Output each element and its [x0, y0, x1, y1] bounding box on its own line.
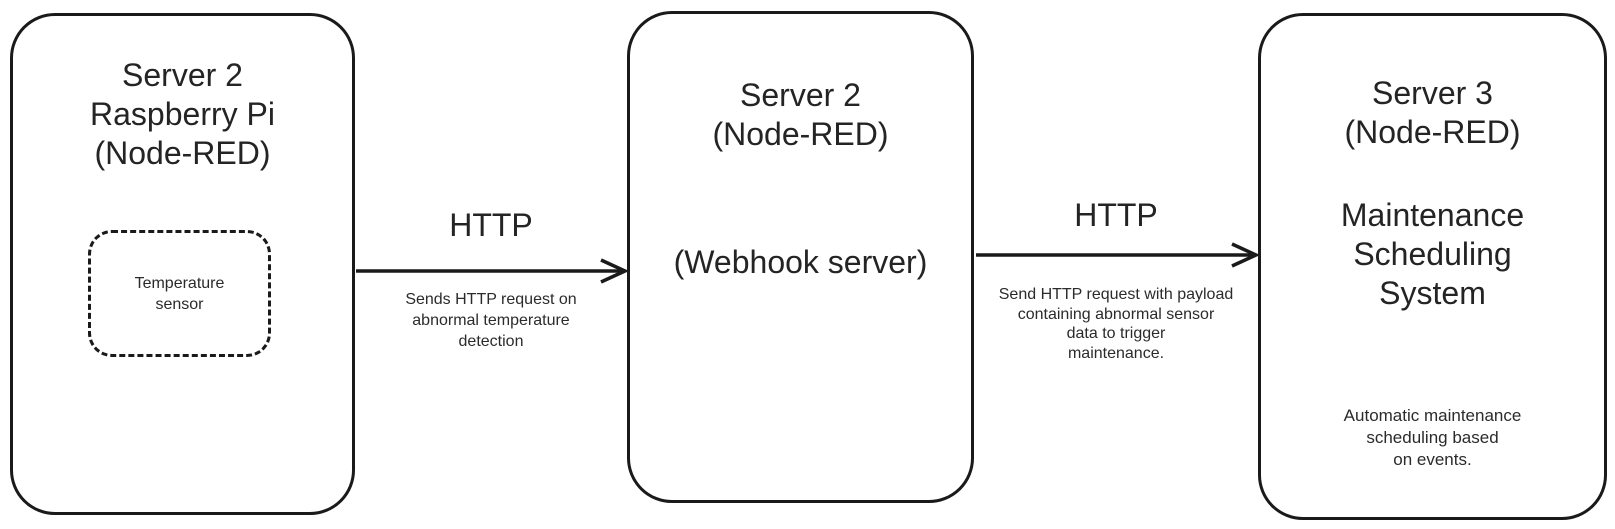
note-line: scheduling based — [1366, 428, 1499, 447]
subtitle-line: Scheduling — [1353, 236, 1512, 272]
title-line: Raspberry Pi — [90, 96, 275, 132]
arrowhead-icon — [1231, 242, 1261, 268]
maintenance-system-label: Maintenance Scheduling System — [1261, 196, 1604, 313]
http-arrow-2 — [976, 242, 1261, 268]
title-line: Server 3 — [1372, 75, 1493, 111]
edge1-description: Sends HTTP request on abnormal temperatu… — [355, 289, 627, 352]
title-line: Server 2 — [122, 57, 243, 93]
webhook-server-label: (Webhook server) — [673, 244, 928, 280]
arrowhead-icon — [600, 258, 630, 284]
node-server2-webhook: Server 2 (Node-RED) (Webhook server) — [627, 11, 974, 503]
title-line: (Node-RED) — [94, 135, 271, 171]
subtitle-line: System — [1379, 275, 1486, 311]
edge1-description-line: detection — [458, 333, 524, 350]
sensor-label-line: Temperature — [134, 274, 225, 292]
temperature-sensor-label: Temperature sensor — [135, 273, 225, 315]
title-line: (Node-RED) — [1344, 114, 1521, 150]
edge2-description-line: data to trigger — [1066, 325, 1166, 342]
node-title: Server 2 Raspberry Pi (Node-RED) — [13, 56, 352, 173]
edge2-protocol-label: HTTP — [1074, 197, 1158, 233]
edge1-protocol-label: HTTP — [449, 207, 533, 243]
note-line: Automatic maintenance — [1343, 406, 1522, 425]
temperature-sensor-node: Temperature sensor — [88, 230, 271, 357]
title-line: Server 2 — [740, 77, 861, 113]
title-line: (Node-RED) — [712, 116, 889, 152]
edge2-description-line: maintenance. — [1067, 344, 1165, 362]
edge2-description-line: Send HTTP request with payload — [998, 286, 1234, 303]
edge2-description-line: containing abnormal sensor — [1017, 305, 1215, 323]
node-server2-raspberry-pi: Server 2 Raspberry Pi (Node-RED) Tempera… — [10, 13, 355, 515]
edge1-description-line: Sends HTTP request on — [405, 291, 577, 308]
maintenance-note: Automatic maintenance scheduling based o… — [1261, 405, 1604, 471]
edge1-description-line: abnormal temperature — [412, 312, 570, 329]
subtitle-line: Maintenance — [1340, 197, 1525, 233]
node-title: Server 3 (Node-RED) — [1261, 74, 1604, 152]
note-line: on events. — [1393, 450, 1472, 469]
sensor-label-line: sensor — [155, 295, 204, 313]
node-title: Server 2 (Node-RED) — [630, 76, 971, 154]
edge2-description: Send HTTP request with payload containin… — [966, 285, 1266, 363]
node-server3-maintenance: Server 3 (Node-RED) Maintenance Scheduli… — [1258, 13, 1607, 520]
http-arrow-1 — [356, 258, 630, 284]
